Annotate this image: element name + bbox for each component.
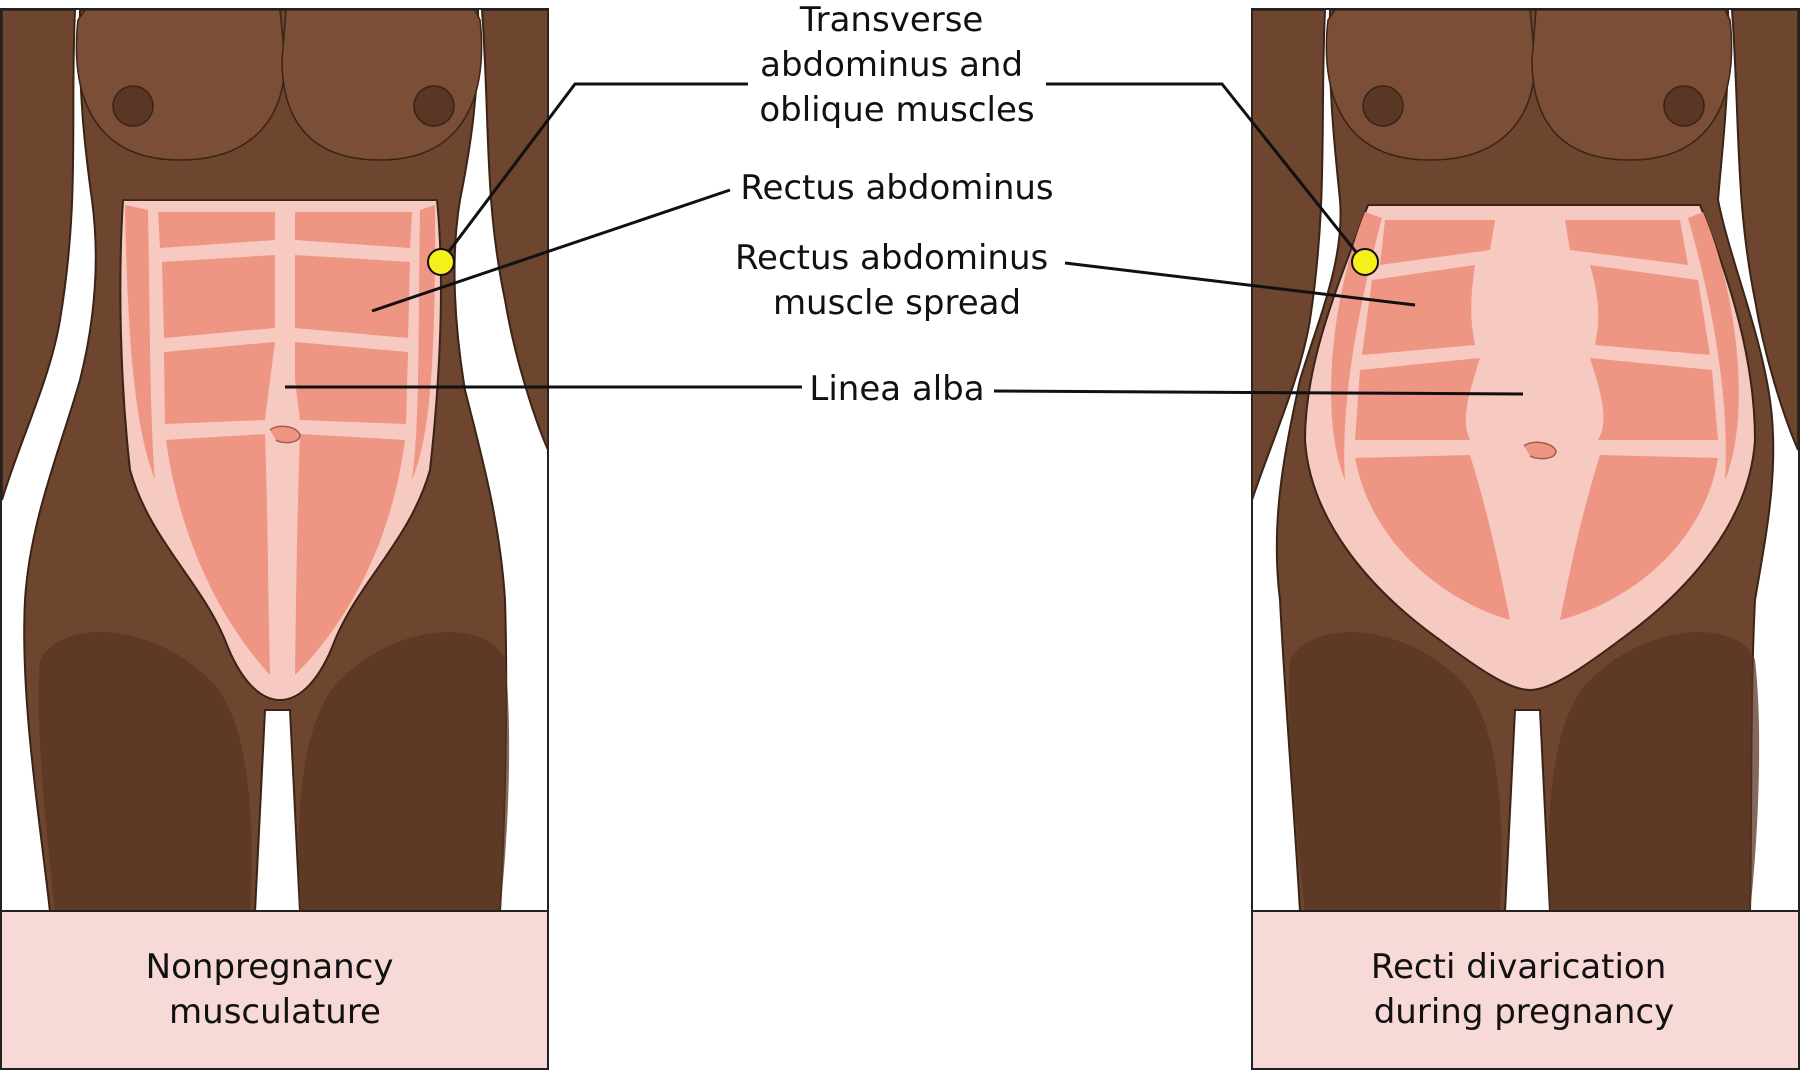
leader-linea-alba-right: [993, 389, 1524, 396]
label-linea-alba: Linea alba: [809, 369, 984, 409]
right-figure-thigh-right: [1548, 632, 1760, 912]
label-rectus: Rectus abdominus: [740, 168, 1053, 208]
left-figure-thigh-left: [38, 632, 252, 912]
right-rectus-segment: [1565, 220, 1688, 265]
left-figure-thigh-right: [298, 632, 510, 912]
right-rectus-segment: [1560, 455, 1718, 620]
right-oblique-side: [1688, 212, 1739, 480]
left-torso-figure: [2, 10, 548, 912]
right-caption-box: [1251, 910, 1800, 1070]
right-navel: [1523, 441, 1557, 460]
left-oblique-side: [412, 205, 436, 480]
right-oblique-side: [1331, 212, 1382, 480]
left-rectus-segment: [295, 212, 412, 248]
left-rectus-segment: [164, 342, 275, 424]
right-rectus-segment: [1380, 220, 1495, 265]
left-panel: Nonpregnancy musculature: [0, 8, 549, 1070]
left-figure-nipple-right: [413, 85, 455, 127]
left-rectus-segment: [158, 212, 275, 248]
right-figure-nipple-left: [1362, 85, 1404, 127]
right-torso-figure: [1252, 10, 1798, 912]
leader-transverse-right: [1046, 82, 1366, 263]
right-rectus-segment: [1590, 358, 1718, 440]
left-navel: [269, 425, 301, 444]
right-figure-arm-left: [1252, 10, 1327, 501]
right-caption-line-1: Recti divarication: [1371, 947, 1666, 987]
label-rectus-spread-line-2: muscle spread: [773, 283, 1021, 323]
left-rectus-segment: [295, 255, 410, 338]
label-rectus-spread: Rectus abdominus muscle spread: [735, 238, 1059, 323]
right-figure-arm-right: [1730, 10, 1798, 451]
left-rectus-segment: [295, 434, 405, 675]
leader-transverse-left: [439, 82, 748, 263]
left-oblique-side: [125, 205, 155, 480]
right-figure-thigh-left: [1288, 632, 1502, 912]
left-rectus-segment: [162, 255, 275, 338]
label-transverse-line-2: abdominus and: [760, 45, 1023, 85]
right-panel: Recti divarication during pregnancy: [1251, 8, 1800, 1070]
leader-rectus: [371, 188, 731, 313]
right-rectus-segment: [1355, 455, 1510, 620]
right-rectus-segment: [1590, 265, 1710, 355]
label-transverse-line-1: Transverse: [799, 0, 984, 40]
leader-lines: [285, 82, 1524, 396]
right-figure-nipple-right: [1663, 85, 1705, 127]
marker-dot-right: [1351, 248, 1379, 276]
leader-rectus-spread: [1064, 261, 1416, 307]
left-figure-arm-left: [2, 10, 77, 501]
right-rectus-segment: [1362, 265, 1475, 355]
label-transverse-line-3: oblique muscles: [759, 90, 1034, 130]
left-rectus-segment: [166, 434, 270, 675]
right-caption: Recti divarication during pregnancy: [1371, 947, 1677, 1032]
left-figure-nipple-left: [112, 85, 154, 127]
marker-dot-left: [427, 248, 455, 276]
left-caption-box: [0, 910, 549, 1070]
left-caption: Nonpregnancy musculature: [146, 947, 405, 1032]
left-caption-line-2: musculature: [169, 992, 381, 1032]
label-transverse: Transverse abdominus and oblique muscles: [759, 0, 1034, 130]
right-caption-line-2: during pregnancy: [1374, 992, 1675, 1032]
left-rectus-segment: [295, 342, 408, 424]
right-rectus-segment: [1355, 358, 1480, 440]
left-figure-arm-right: [480, 10, 548, 451]
left-caption-line-1: Nonpregnancy: [146, 947, 394, 987]
label-rectus-spread-line-1: Rectus abdominus: [735, 238, 1048, 278]
